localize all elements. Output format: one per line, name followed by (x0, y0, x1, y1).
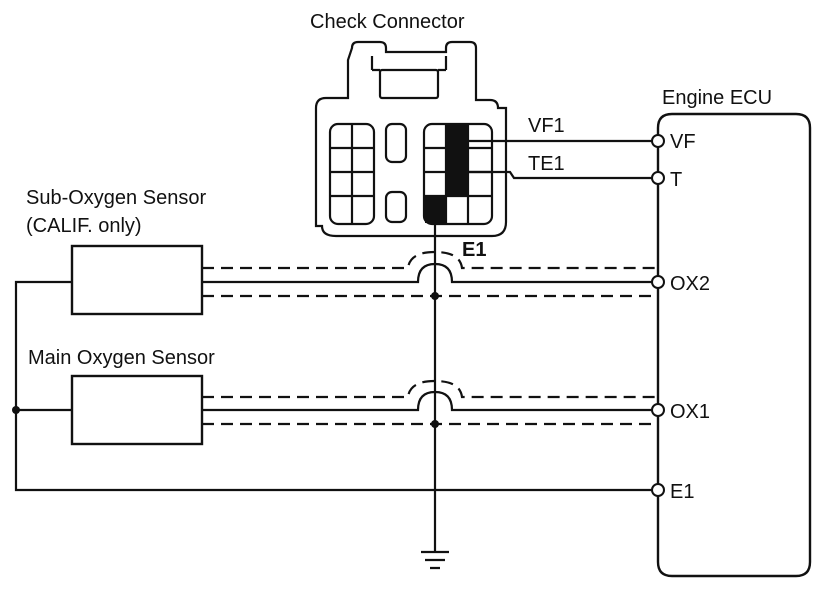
wire-te1 (468, 170, 656, 180)
ecu-pin-ox2-label: OX2 (670, 273, 710, 295)
terminal-vf1 (447, 124, 467, 148)
ecu-pin-vf-label: VF (670, 131, 696, 153)
ecu-pin-ox2 (651, 275, 665, 289)
wiring (12, 139, 656, 570)
terminal-e1 (425, 197, 445, 223)
ecu-pin-e1 (651, 483, 665, 497)
engine-ecu-label: Engine ECU (662, 87, 772, 109)
wire-ox2-signal (202, 262, 656, 284)
te1-wire-label: TE1 (528, 153, 565, 175)
ecu-pin-ox1-label: OX1 (670, 401, 710, 423)
junction-ox2-shield (431, 292, 439, 300)
main-oxygen-sensor-box (70, 374, 204, 446)
ecu-pin-ox1 (651, 403, 665, 417)
wire-ox2-shield-top (202, 250, 656, 270)
connector-latch (378, 68, 440, 100)
terminal-te1 (447, 149, 467, 195)
ecu-pin-t-label: T (670, 169, 682, 191)
e1-connector-label: E1 (462, 239, 486, 261)
check-connector (314, 40, 508, 238)
junction-ox1-shield (431, 420, 439, 428)
ecu-pin-vf (651, 134, 665, 148)
engine-ecu-box (656, 112, 812, 578)
ground-symbol (421, 550, 449, 570)
wire-ox1-signal (202, 390, 656, 412)
wire-ox1-shield-top (202, 379, 656, 399)
vf1-wire-label: VF1 (528, 115, 565, 137)
ecu-pin-e1-label: E1 (670, 481, 694, 503)
sub-oxygen-sensor-box (70, 244, 204, 316)
sub-oxygen-sensor-label: Sub-Oxygen Sensor (26, 187, 206, 209)
main-oxygen-sensor-label: Main Oxygen Sensor (28, 347, 215, 369)
ecu-pin-t (651, 171, 665, 185)
connector-slot-top (384, 122, 408, 164)
check-connector-label: Check Connector (310, 11, 465, 33)
junction-left (12, 406, 20, 414)
sub-oxygen-sensor-note: (CALIF. only) (26, 215, 142, 237)
connector-slot-bottom (384, 190, 408, 224)
wire-sub-sensor-ground (14, 280, 656, 492)
